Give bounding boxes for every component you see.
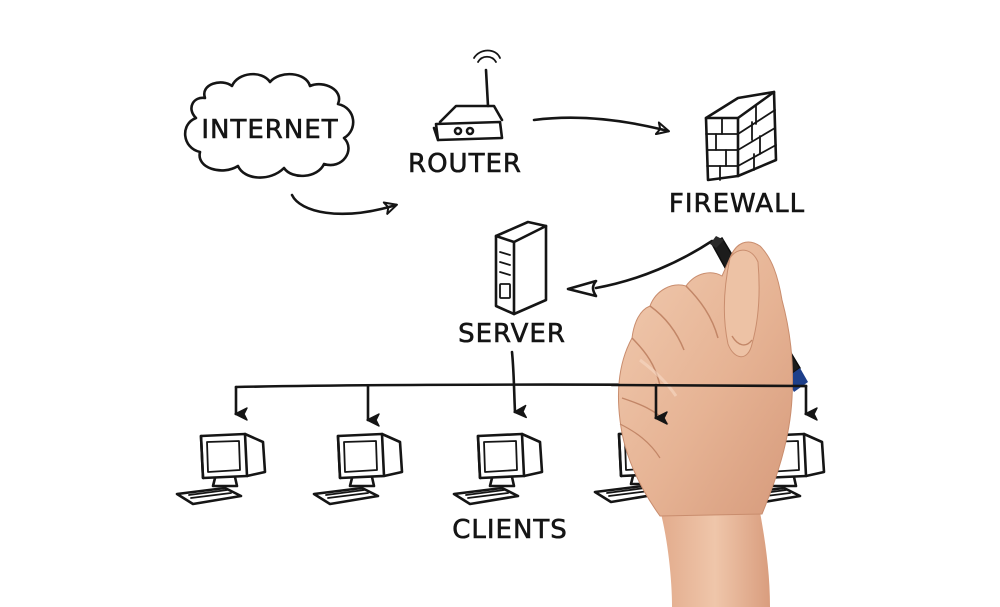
router-label: ROUTER xyxy=(408,149,522,179)
arrow-internet-to-router xyxy=(290,193,398,216)
cloud-icon xyxy=(183,72,355,179)
client-1 xyxy=(175,432,267,506)
thumb xyxy=(723,249,760,358)
internet-label: INTERNET xyxy=(201,115,338,145)
brick-wall-icon xyxy=(704,90,778,182)
server-label: SERVER xyxy=(458,319,566,349)
client-2 xyxy=(312,432,404,506)
client-3 xyxy=(452,432,544,506)
arrow-firewall-to-server xyxy=(594,239,714,290)
internet-node: INTERNET xyxy=(183,72,355,179)
server-node: SERVER xyxy=(458,220,566,349)
hand-with-marker xyxy=(618,236,808,607)
firewall-node: FIREWALL xyxy=(669,90,805,219)
clients-label: CLIENTS xyxy=(452,515,568,545)
palm xyxy=(618,241,793,517)
arrow-router-to-firewall xyxy=(532,116,670,136)
arrow-firewall-to-server-head xyxy=(566,279,598,298)
bus-over-hand xyxy=(610,383,808,388)
desktop-computer-icon xyxy=(312,432,404,506)
desktop-computer-icon xyxy=(452,432,544,506)
firewall-label: FIREWALL xyxy=(669,189,805,219)
router-node: ROUTER xyxy=(408,49,522,179)
desktop-computer-icon xyxy=(175,432,267,506)
server-tower-icon xyxy=(494,220,548,316)
forearm xyxy=(660,510,770,607)
router-icon xyxy=(432,49,504,142)
